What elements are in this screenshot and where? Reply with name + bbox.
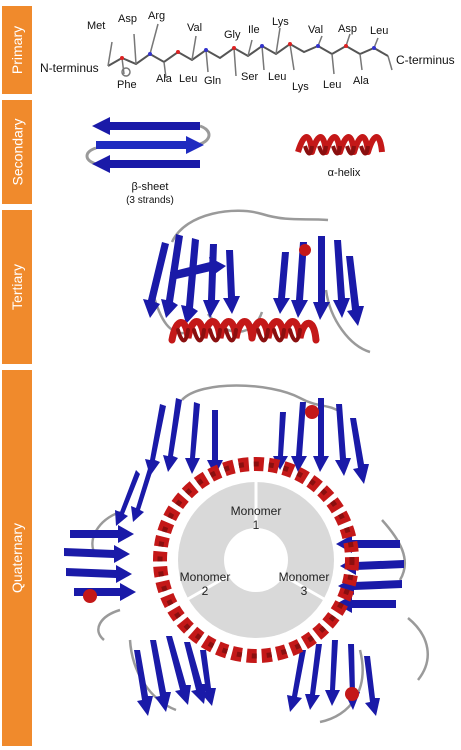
tertiary-structure [143, 209, 371, 354]
quaternary-helix-cap-3 [345, 687, 359, 701]
residue-val: Val [187, 22, 202, 34]
tertiary-strands-left [143, 234, 240, 324]
quaternary-helix-ring [153, 457, 359, 663]
residue-ser: Ser [241, 71, 258, 83]
tertiary-loop [150, 209, 371, 354]
monomer-1-label: Monomer [231, 504, 282, 518]
monomer-2-label: Monomer [180, 570, 231, 584]
quaternary-structure: Monomer 1 Monomer 2 Monomer 3 [64, 384, 429, 724]
residue-arg: Arg [148, 10, 165, 22]
residue-ala-2: Ala [353, 75, 370, 87]
monomer-3-label: Monomer [279, 570, 330, 584]
alpha-helix [295, 134, 385, 156]
quaternary-helix-cap-1 [305, 405, 319, 419]
quaternary-helix-cap-2 [83, 589, 97, 603]
quaternary-strands [64, 398, 404, 716]
residue-leu-2: Leu [179, 73, 197, 85]
beta-strand-1 [92, 117, 200, 135]
residue-gly: Gly [224, 29, 241, 41]
residue-phe: Phe [117, 79, 137, 91]
c-terminus-label: C-terminus [396, 53, 455, 67]
panel-label-tertiary: Tertiary [2, 210, 32, 364]
residue-ala: Ala [156, 73, 173, 85]
panel-label-secondary: Secondary [2, 100, 32, 204]
monomer-1-number: 1 [253, 518, 260, 532]
tertiary-strands-right [273, 236, 364, 326]
alpha-helix-label: α-helix [328, 167, 361, 179]
residue-met: Met [87, 20, 105, 32]
residue-leu-4: Leu [323, 79, 341, 91]
residue-leu: Leu [370, 25, 388, 37]
residue-lys: Lys [272, 16, 289, 28]
monomer-2-number: 2 [202, 584, 209, 598]
residue-asp-2: Asp [338, 23, 357, 35]
beta-sheet-sublabel: (3 strands) [126, 195, 174, 206]
residue-lys-2: Lys [292, 81, 309, 93]
n-terminus-label: N-terminus [40, 61, 99, 75]
residue-val-2: Val [308, 24, 323, 36]
tertiary-helices [168, 318, 320, 344]
beta-strand-2 [96, 136, 204, 154]
residue-leu-3: Leu [268, 71, 286, 83]
monomer-disc [178, 482, 334, 638]
residue-ile: Ile [248, 24, 260, 36]
beta-strand-3 [92, 155, 200, 173]
secondary-structure: β-sheet (3 strands) α-helix [85, 117, 385, 206]
primary-structure: N-terminus C-terminus Met Asp Arg Val Gl… [40, 10, 455, 93]
residue-gln: Gln [204, 75, 221, 87]
panel-label-quaternary: Quaternary [2, 370, 32, 746]
beta-sheet [85, 117, 211, 173]
tertiary-helix-cap [299, 244, 311, 256]
panel-label-primary: Primary [2, 6, 32, 94]
beta-sheet-label: β-sheet [132, 181, 169, 193]
atom-dots [120, 42, 376, 60]
residue-asp: Asp [118, 13, 137, 25]
monomer-3-number: 3 [301, 584, 308, 598]
